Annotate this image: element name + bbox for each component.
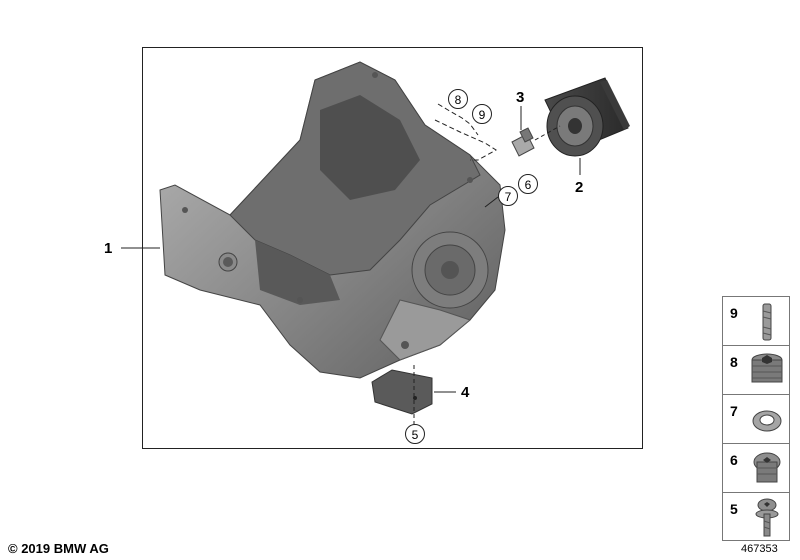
cover-plate <box>371 369 433 415</box>
torx-bolt-icon <box>755 498 779 537</box>
callout-3: 3 <box>516 89 525 106</box>
legend-item-6: 6 <box>723 444 789 493</box>
callout-8: 8 <box>448 89 468 109</box>
callout-2: 2 <box>575 179 584 196</box>
copyright-notice: © 2019 BMW AG <box>8 541 109 556</box>
legend-item-9: 9 <box>723 297 789 346</box>
legend-number: 8 <box>730 354 738 370</box>
image-number: 467353 <box>741 543 778 555</box>
legend-item-7: 7 <box>723 395 789 444</box>
threaded-connector <box>511 127 535 157</box>
oil-pan-housing <box>159 61 506 379</box>
legend-number: 6 <box>730 452 738 468</box>
oil-filter <box>544 77 630 157</box>
sealing-ring-icon <box>752 410 782 432</box>
legend-item-5: 5 <box>723 493 789 542</box>
screw-plug-icon <box>751 353 783 383</box>
torx-plug-icon <box>753 452 781 483</box>
leader-lines <box>121 103 581 424</box>
callout-9: 9 <box>472 104 492 124</box>
legend-number: 7 <box>730 403 738 419</box>
callout-6: 6 <box>518 174 538 194</box>
legend-item-8: 8 <box>723 346 789 395</box>
callout-5: 5 <box>405 424 425 444</box>
stud-bolt-icon <box>762 303 772 341</box>
legend-number: 9 <box>730 305 738 321</box>
callout-1: 1 <box>104 240 113 257</box>
callout-7: 7 <box>498 186 518 206</box>
parts-legend: 9 8 7 6 <box>722 296 790 541</box>
legend-number: 5 <box>730 501 738 517</box>
callout-4: 4 <box>461 384 470 401</box>
